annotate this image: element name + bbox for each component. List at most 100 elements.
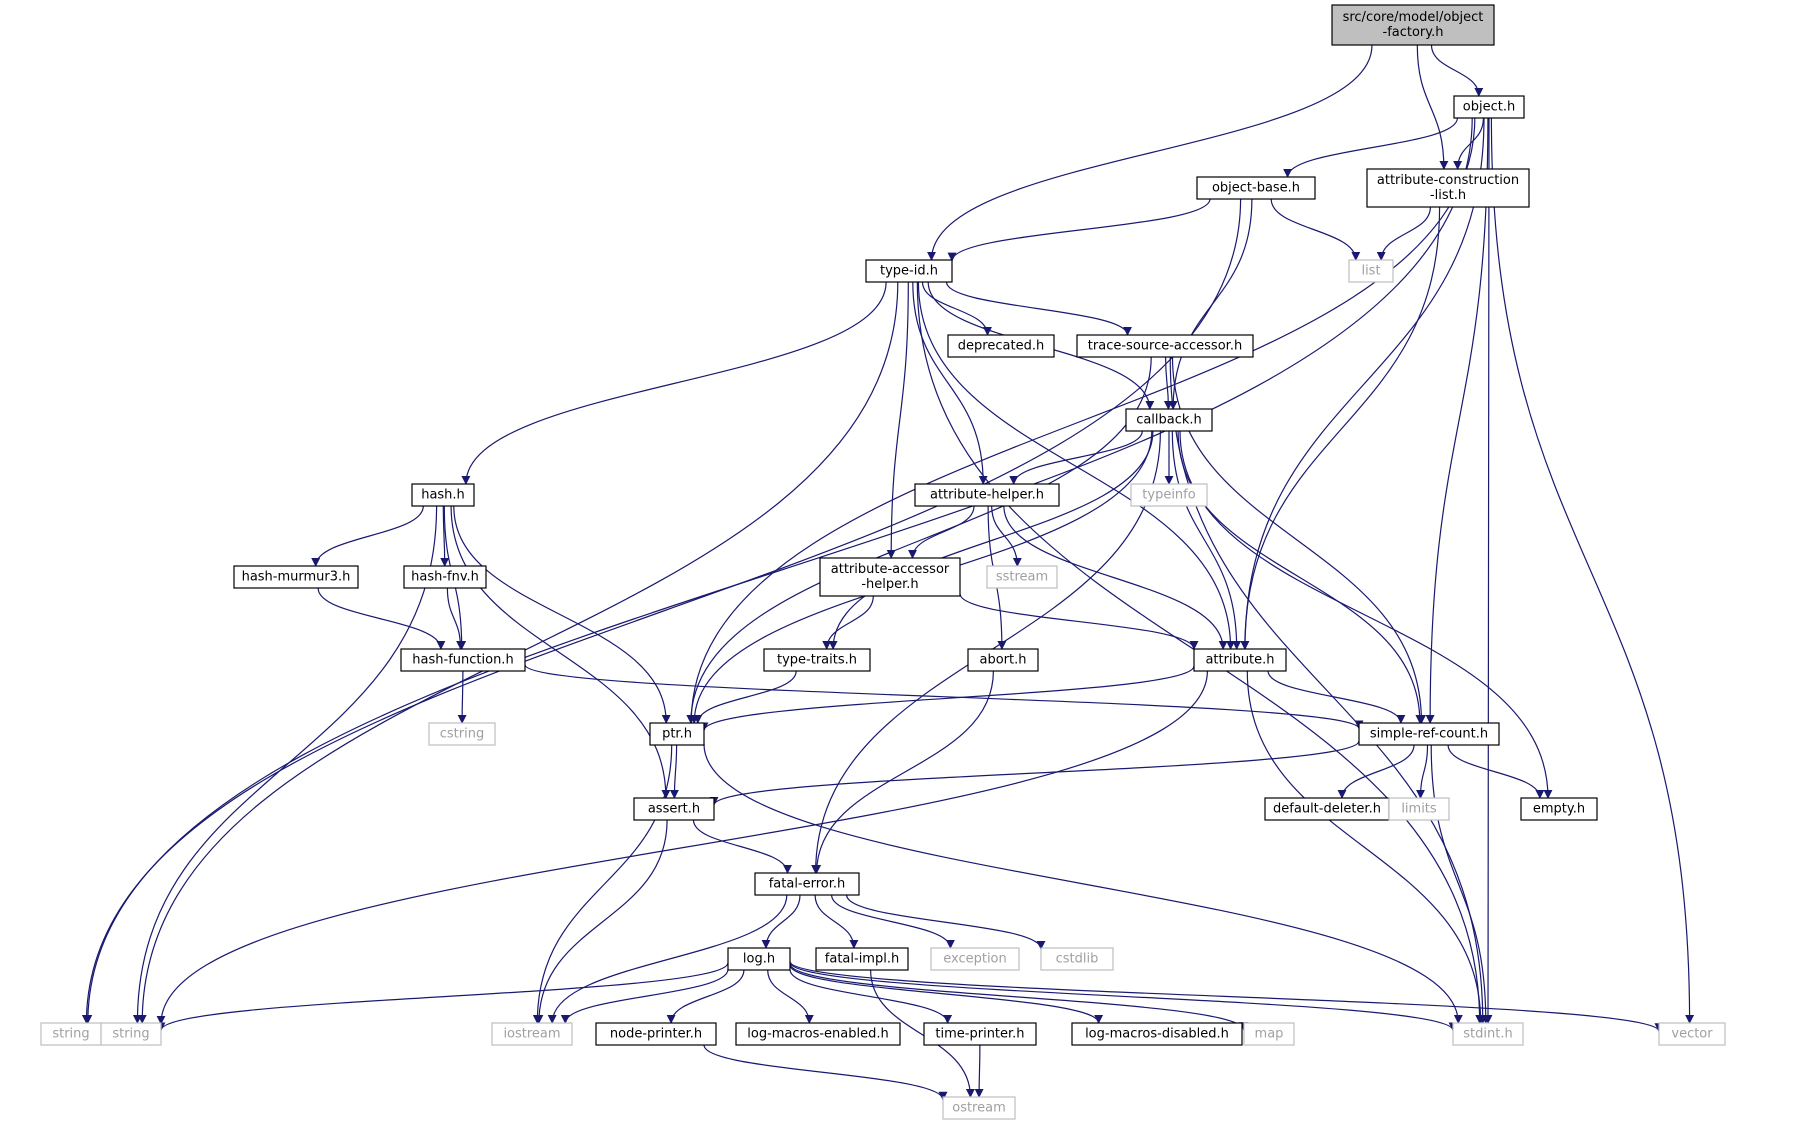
edge-object-to-stdint bbox=[1483, 117, 1493, 1024]
node-log-macros-enabled[interactable]: log-macros-enabled.h bbox=[735, 1022, 901, 1046]
edge-log-to-string-r bbox=[156, 962, 729, 1032]
node-ptr[interactable]: ptr.h bbox=[649, 722, 705, 746]
edge-object-factory-to-object bbox=[1430, 44, 1484, 97]
node-default-deleter[interactable]: default-deleter.h bbox=[1264, 797, 1390, 821]
node-label: assert.h bbox=[648, 802, 700, 817]
node-fatal-error[interactable]: fatal-error.h bbox=[754, 872, 860, 896]
node-iostream: iostream bbox=[491, 1022, 573, 1046]
edge-log-to-node-printer bbox=[666, 969, 745, 1024]
dependency-edge bbox=[317, 587, 446, 650]
node-label: vector bbox=[1671, 1027, 1713, 1042]
nodes-layer: src/core/model/object-factory.h object.h o… bbox=[40, 4, 1726, 1120]
edge-attr-helper-to-attr-accessor-helper bbox=[908, 505, 975, 559]
node-box bbox=[754, 872, 860, 896]
edge-fatal-error-to-log bbox=[761, 894, 801, 949]
node-label: deprecated.h bbox=[958, 339, 1044, 354]
edge-ptr-to-iostream bbox=[532, 744, 673, 1024]
edge-log-to-iostream bbox=[560, 969, 729, 1024]
node-label: log-macros-disabled.h bbox=[1085, 1027, 1229, 1042]
node-attribute[interactable]: attribute.h bbox=[1193, 648, 1287, 672]
node-object[interactable]: object.h bbox=[1453, 95, 1525, 119]
dependency-edge bbox=[532, 744, 673, 1024]
node-callback[interactable]: callback.h bbox=[1125, 408, 1213, 432]
dependency-edge bbox=[1246, 670, 1486, 1024]
node-box bbox=[1520, 797, 1598, 821]
dependency-edge bbox=[1003, 505, 1228, 650]
node-type-id[interactable]: type-id.h bbox=[865, 259, 953, 283]
node-assert[interactable]: assert.h bbox=[633, 797, 715, 821]
edge-attribute-to-stdint bbox=[1246, 670, 1486, 1024]
node-label: simple-ref-count.h bbox=[1370, 727, 1488, 742]
dependency-edge bbox=[761, 894, 801, 949]
edge-type-traits-to-ptr bbox=[693, 670, 797, 724]
node-time-printer[interactable]: time-printer.h bbox=[923, 1022, 1037, 1046]
node-trace-source[interactable]: trace-source-accessor.h bbox=[1076, 334, 1254, 358]
dependency-edge bbox=[789, 961, 1458, 1032]
node-log-macros-disabled[interactable]: log-macros-disabled.h bbox=[1071, 1022, 1243, 1046]
edge-hash-function-to-simple-ref-count bbox=[524, 664, 1364, 730]
node-box bbox=[930, 947, 1020, 971]
node-label: attribute-helper.h bbox=[930, 488, 1044, 503]
dependency-edge bbox=[692, 819, 792, 874]
node-label: abort.h bbox=[980, 653, 1027, 668]
node-object-base[interactable]: object-base.h bbox=[1196, 176, 1316, 200]
dependency-edge bbox=[1009, 430, 1143, 485]
dependency-edge bbox=[693, 670, 797, 724]
dependency-edge bbox=[917, 281, 1236, 650]
dependency-edge bbox=[1447, 744, 1545, 799]
node-type-traits[interactable]: type-traits.h bbox=[763, 648, 871, 672]
node-box bbox=[947, 334, 1055, 358]
node-deprecated[interactable]: deprecated.h bbox=[947, 334, 1055, 358]
node-hash-function[interactable]: hash-function.h bbox=[400, 648, 526, 672]
edge-simple-ref-count-to-empty bbox=[1447, 744, 1545, 799]
node-attr-helper[interactable]: attribute-helper.h bbox=[914, 483, 1060, 507]
node-label: fatal-impl.h bbox=[825, 952, 899, 967]
edge-hash-function-to-cstring bbox=[457, 670, 467, 724]
node-node-printer[interactable]: node-printer.h bbox=[595, 1022, 717, 1046]
node-attr-construction[interactable]: attribute-construction-list.h bbox=[1366, 168, 1530, 208]
node-empty[interactable]: empty.h bbox=[1520, 797, 1598, 821]
node-typeinfo: typeinfo bbox=[1130, 483, 1208, 507]
node-simple-ref-count[interactable]: simple-ref-count.h bbox=[1358, 722, 1500, 746]
node-label: hash-murmur3.h bbox=[242, 570, 351, 585]
dependency-edge bbox=[1163, 356, 1173, 410]
node-hash-fnv[interactable]: hash-fnv.h bbox=[403, 565, 487, 589]
edge-attr-helper-to-attribute bbox=[1003, 505, 1228, 650]
node-attr-accessor-helper[interactable]: attribute-accessor-helper.h bbox=[819, 557, 961, 597]
node-object-factory[interactable]: src/core/model/object-factory.h bbox=[1331, 4, 1495, 46]
edge-attr-construction-to-attribute bbox=[1240, 206, 1441, 650]
node-box bbox=[763, 648, 871, 672]
edge-simple-ref-count-to-limits bbox=[1416, 744, 1429, 799]
node-box bbox=[727, 947, 791, 971]
node-label: object-base.h bbox=[1212, 181, 1300, 196]
node-box bbox=[633, 797, 715, 821]
node-sstream: sstream bbox=[986, 565, 1058, 589]
edge-time-printer-to-ostream bbox=[974, 1044, 984, 1098]
node-label: attribute.h bbox=[1205, 653, 1274, 668]
edge-callback-to-attribute bbox=[1171, 430, 1242, 650]
dependency-edge bbox=[789, 963, 1249, 1032]
dependency-edge bbox=[669, 744, 679, 799]
node-box bbox=[819, 557, 961, 597]
node-fatal-impl[interactable]: fatal-impl.h bbox=[815, 947, 909, 971]
node-limits: limits bbox=[1388, 797, 1450, 821]
node-abort[interactable]: abort.h bbox=[967, 648, 1039, 672]
node-hash-murmur3[interactable]: hash-murmur3.h bbox=[233, 565, 359, 589]
dependency-edge bbox=[524, 664, 1364, 730]
dependency-edge bbox=[1270, 198, 1361, 261]
node-box bbox=[491, 1022, 573, 1046]
dependency-edge bbox=[709, 740, 1360, 806]
edge-log-to-time-printer bbox=[789, 969, 953, 1024]
dependency-edge bbox=[1267, 670, 1406, 724]
node-label: src/core/model/object bbox=[1343, 10, 1484, 25]
node-hash[interactable]: hash.h bbox=[411, 483, 475, 507]
edge-log-to-stdint bbox=[789, 961, 1458, 1032]
dependency-edge bbox=[1416, 744, 1429, 799]
node-map: map bbox=[1243, 1022, 1295, 1046]
dependency-edge bbox=[831, 894, 955, 949]
dependency-edge bbox=[686, 356, 1152, 724]
node-log[interactable]: log.h bbox=[727, 947, 791, 971]
edge-type-id-to-attr-accessor-helper bbox=[886, 281, 909, 559]
dependency-edge bbox=[828, 430, 1154, 650]
edge-fatal-error-to-fatal-impl bbox=[814, 894, 859, 949]
